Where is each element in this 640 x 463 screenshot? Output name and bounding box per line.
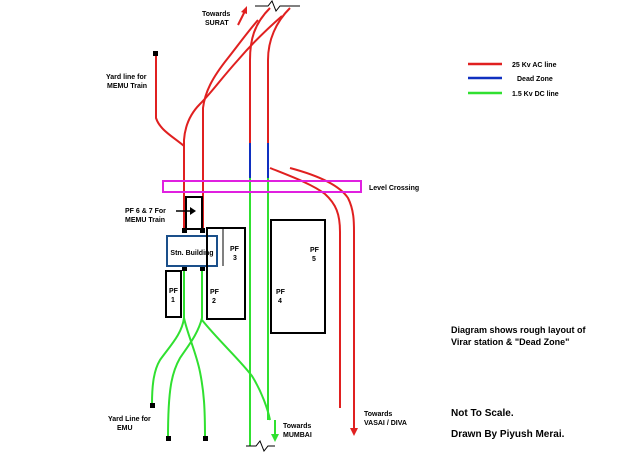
platform-5-label: PF xyxy=(310,247,320,254)
buffer-stop-pf1-top xyxy=(182,266,187,271)
break-mark-top-icon xyxy=(255,0,300,12)
towards-vasai-label-2: VASAI / DIVA xyxy=(364,420,407,427)
buffer-stop-pf2-top xyxy=(200,266,205,271)
level-crossing-box xyxy=(162,180,362,193)
dc-lines xyxy=(151,178,271,446)
note-line-2: Virar station & "Dead Zone" xyxy=(451,337,569,347)
ac-main-line-right xyxy=(267,7,291,145)
platform-5-number: 5 xyxy=(312,256,316,263)
buffer-stops xyxy=(150,51,208,441)
towards-mumbai-label-1: Towards xyxy=(283,423,311,430)
platform-2-3 xyxy=(206,227,246,320)
station-building-label: Stn. Building xyxy=(170,250,213,257)
buffer-stop-2 xyxy=(203,436,208,441)
towards-mumbai-label-2: MUMBAI xyxy=(283,432,312,439)
platform-4-5 xyxy=(270,219,326,334)
pf67-label-2: MEMU Train xyxy=(125,217,165,224)
break-mark-bottom-icon xyxy=(246,440,275,452)
station-building xyxy=(166,235,218,267)
platform-1-number: 1 xyxy=(171,297,175,304)
yard-memu-label-2: MEMU Train xyxy=(107,83,147,90)
buffer-stop-memu-yard xyxy=(153,51,158,56)
platform-2-number: 2 xyxy=(212,298,216,305)
dc-line-b xyxy=(183,317,206,439)
platform-6-7 xyxy=(185,196,203,230)
arrow-up-icon xyxy=(237,6,247,26)
yard-emu-label-1: Yard Line for xyxy=(108,416,151,423)
ac-vasai-line-inner xyxy=(289,167,355,408)
legend-label-dc: 1.5 Kv DC line xyxy=(512,91,559,98)
drawn-by-label: Drawn By Piyush Merai. xyxy=(451,429,565,440)
not-to-scale-label: Not To Scale. xyxy=(451,408,514,419)
buffer-stop-1 xyxy=(166,436,171,441)
towards-surat-label-2: SURAT xyxy=(205,20,229,27)
arrow-right-icon xyxy=(176,207,196,215)
buffer-stop-pf6 xyxy=(182,228,187,233)
platform-3-number: 3 xyxy=(233,255,237,262)
buffer-stop-pf7 xyxy=(200,228,205,233)
arrow-down-green-icon xyxy=(271,420,279,442)
legend: 25 Kv AC line Dead Zone 1.5 Kv DC line xyxy=(468,62,559,98)
arrow-down-red-icon xyxy=(350,408,358,436)
ac-branch-pf6 xyxy=(183,15,283,232)
buffer-stop-emu-yard xyxy=(150,403,155,408)
dc-yard-emu-line xyxy=(151,268,185,405)
level-crossing-label: Level Crossing xyxy=(369,185,419,192)
dc-line-c xyxy=(201,319,271,421)
platform-1-label: PF xyxy=(169,288,179,295)
platform-2-label: PF xyxy=(210,289,220,296)
towards-vasai-label-1: Towards xyxy=(364,411,392,418)
ac-yard-memu-line xyxy=(155,54,185,147)
legend-label-dead-zone: Dead Zone xyxy=(517,76,553,83)
note-line-1: Diagram shows rough layout of xyxy=(451,325,587,335)
legend-label-ac: 25 Kv AC line xyxy=(512,62,557,69)
dead-zone-lines xyxy=(249,143,269,178)
yard-emu-label-2: EMU xyxy=(117,425,133,432)
platform-1 xyxy=(165,270,182,318)
platform-4-number: 4 xyxy=(278,298,282,305)
platform-4-label: PF xyxy=(276,289,286,296)
ac-vasai-line-outer xyxy=(269,167,341,408)
ac-main-line-left xyxy=(249,7,271,145)
towards-surat-label-1: Towards xyxy=(202,11,230,18)
dc-line-a xyxy=(167,268,203,439)
pf67-label-1: PF 6 & 7 For xyxy=(125,208,166,215)
yard-memu-label-1: Yard line for xyxy=(106,74,147,81)
platform-3-label: PF xyxy=(230,246,240,253)
